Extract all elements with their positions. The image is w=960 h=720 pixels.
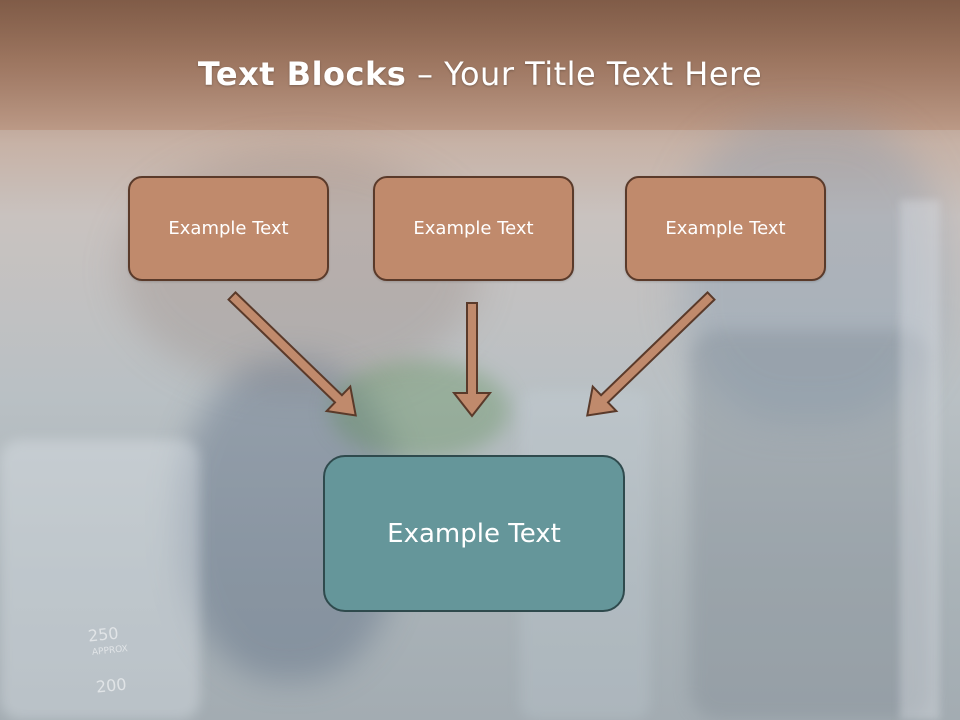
- text-block-label: Example Text: [413, 218, 534, 239]
- title-rest: – Your Title Text Here: [406, 55, 763, 93]
- main-text-block[interactable]: Example Text: [323, 455, 625, 612]
- page-title: Text Blocks – Your Title Text Here: [0, 55, 960, 93]
- title-bold: Text Blocks: [197, 55, 407, 93]
- text-block-3[interactable]: Example Text: [625, 176, 826, 281]
- arrow-left: [227, 290, 357, 417]
- arrow-middle: [451, 302, 493, 418]
- text-block-label: Example Text: [665, 218, 786, 239]
- text-block-2[interactable]: Example Text: [373, 176, 574, 281]
- arrow-right: [586, 290, 716, 417]
- text-block-label: Example Text: [168, 218, 289, 239]
- text-block-1[interactable]: Example Text: [128, 176, 329, 281]
- main-text-block-label: Example Text: [387, 518, 561, 549]
